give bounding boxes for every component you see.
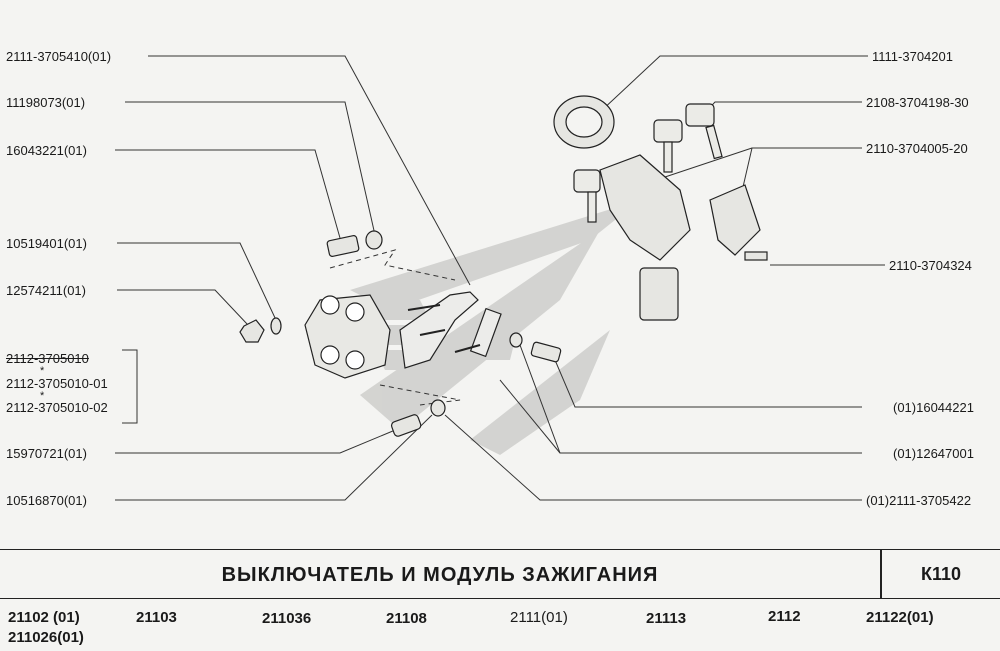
asterisk-mark: * (40, 390, 45, 402)
title-divider (880, 550, 882, 598)
model-21108: 21108 (386, 610, 427, 627)
label-12574211: 12574211(01) (6, 283, 86, 298)
label-10519401: 10519401(01) (6, 236, 87, 251)
model-21122: 21122(01) (866, 609, 934, 626)
label-16044221: (01)16044221 (893, 400, 974, 415)
model-2112: 2112 (768, 608, 801, 625)
label-2112-3705010: 2112-3705010 (6, 351, 89, 366)
label-1111-3704201: 1111-3704201 (872, 49, 953, 64)
label-2112-3705010-01: 2112-3705010-01 (6, 376, 108, 391)
label-15970721: 15970721(01) (6, 446, 87, 461)
mounting-bracket (399, 291, 502, 369)
leader-2111-3705422 (444, 414, 862, 501)
leader-2110-3704005-b (649, 147, 753, 183)
model-21102: 21102 (01) (8, 609, 80, 626)
leader-15970721 (115, 427, 401, 454)
label-2108-3704198-30: 2108-3704198-30 (866, 95, 969, 110)
model-21113: 21113 (646, 610, 687, 627)
hardware (239, 230, 562, 437)
label-12647001: (01)12647001 (893, 446, 974, 461)
module-bracket (122, 349, 138, 424)
sheet-code: К110 (920, 564, 962, 584)
leader-2111-3705410 (148, 55, 471, 286)
leader-12574211 (117, 289, 249, 326)
model-211026: 211026(01) (8, 629, 84, 646)
leader-lines (115, 55, 885, 501)
asterisk-mark: * (40, 365, 45, 377)
label-10516870: 10516870(01) (6, 493, 87, 508)
model-21103: 21103 (136, 609, 177, 626)
leader-10516870 (115, 414, 433, 501)
label-16043221: 16043221(01) (6, 143, 87, 158)
page-title: ВЫКЛЮЧАТЕЛЬ И МОДУЛЬ ЗАЖИГАНИЯ (221, 564, 659, 586)
label-11198073: 11198073(01) (6, 95, 86, 110)
keys (573, 103, 723, 223)
leader-1111-3704201 (599, 55, 868, 113)
leader-12647001-b (499, 379, 561, 454)
leader-16043221 (115, 149, 341, 239)
ignition-switch (553, 95, 768, 321)
ignition-module (304, 294, 391, 379)
label-2112-3705010-02: 2112-3705010-02 (6, 400, 108, 415)
label-2110-3704324: 2110-3704324 (889, 258, 972, 273)
title-bar: ВЫКЛЮЧАТЕЛЬ И МОДУЛЬ ЗАЖИГАНИЯ К110 (0, 549, 1000, 599)
leader-2108-3704198 (699, 101, 862, 119)
leader-2110-3704005 (739, 147, 862, 201)
label-2111-3705422: (01)2111-3705422 (866, 493, 972, 508)
leader-16044221 (554, 359, 862, 408)
parts-diagram (115, 55, 885, 501)
leader-11198073 (125, 101, 376, 236)
label-2111-3705410: 2111-3705410(01) (6, 49, 112, 64)
model-211036: 211036 (262, 610, 312, 627)
label-2110-3704005-20: 2110-3704005-20 (866, 141, 968, 156)
leader-10519401 (117, 242, 277, 321)
model-2111: 2111(01) (510, 609, 568, 626)
